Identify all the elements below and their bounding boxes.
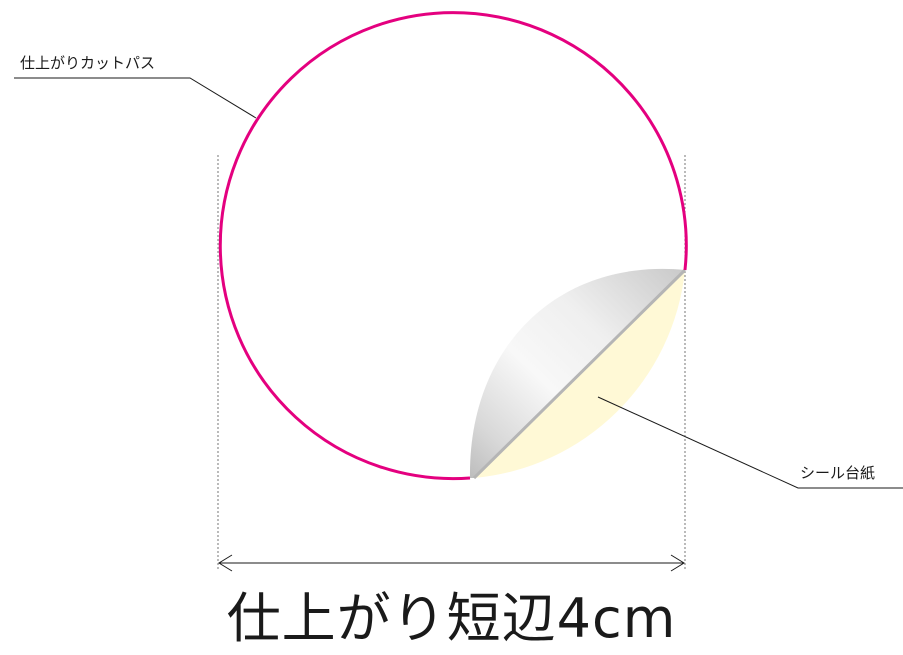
cut-path-label: 仕上がりカットパス (20, 54, 156, 72)
peel-edge-shadow (472, 268, 687, 480)
liner-leader-line (597, 396, 903, 489)
sticker-liner-label: シール台紙 (800, 464, 876, 482)
cut-path-circle (218, 11, 688, 481)
dimension-caption: 仕上がり短辺4cm (226, 587, 677, 650)
dimension-arrowhead-right (670, 554, 685, 572)
dimension-arrowhead-left (218, 554, 233, 572)
cut-path-leader-line (14, 77, 257, 119)
